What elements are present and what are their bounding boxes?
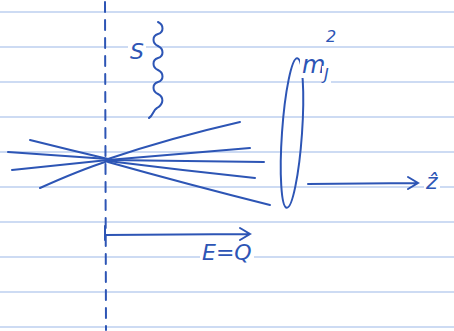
z-arrow [308, 177, 418, 189]
axis-line [105, 2, 106, 330]
energy-label: E=Q [200, 241, 254, 265]
energy-arrow [105, 226, 250, 240]
jet-subscript: J [322, 66, 331, 84]
ink [8, 2, 418, 330]
soft-label: S [128, 40, 146, 64]
soft-gluon [149, 22, 163, 118]
jet-ellipse [277, 57, 307, 208]
paper-lines [0, 12, 454, 327]
jet-lines [8, 122, 270, 205]
power-superscript: 2 [324, 28, 338, 46]
axis-label: ẑ [424, 170, 440, 194]
